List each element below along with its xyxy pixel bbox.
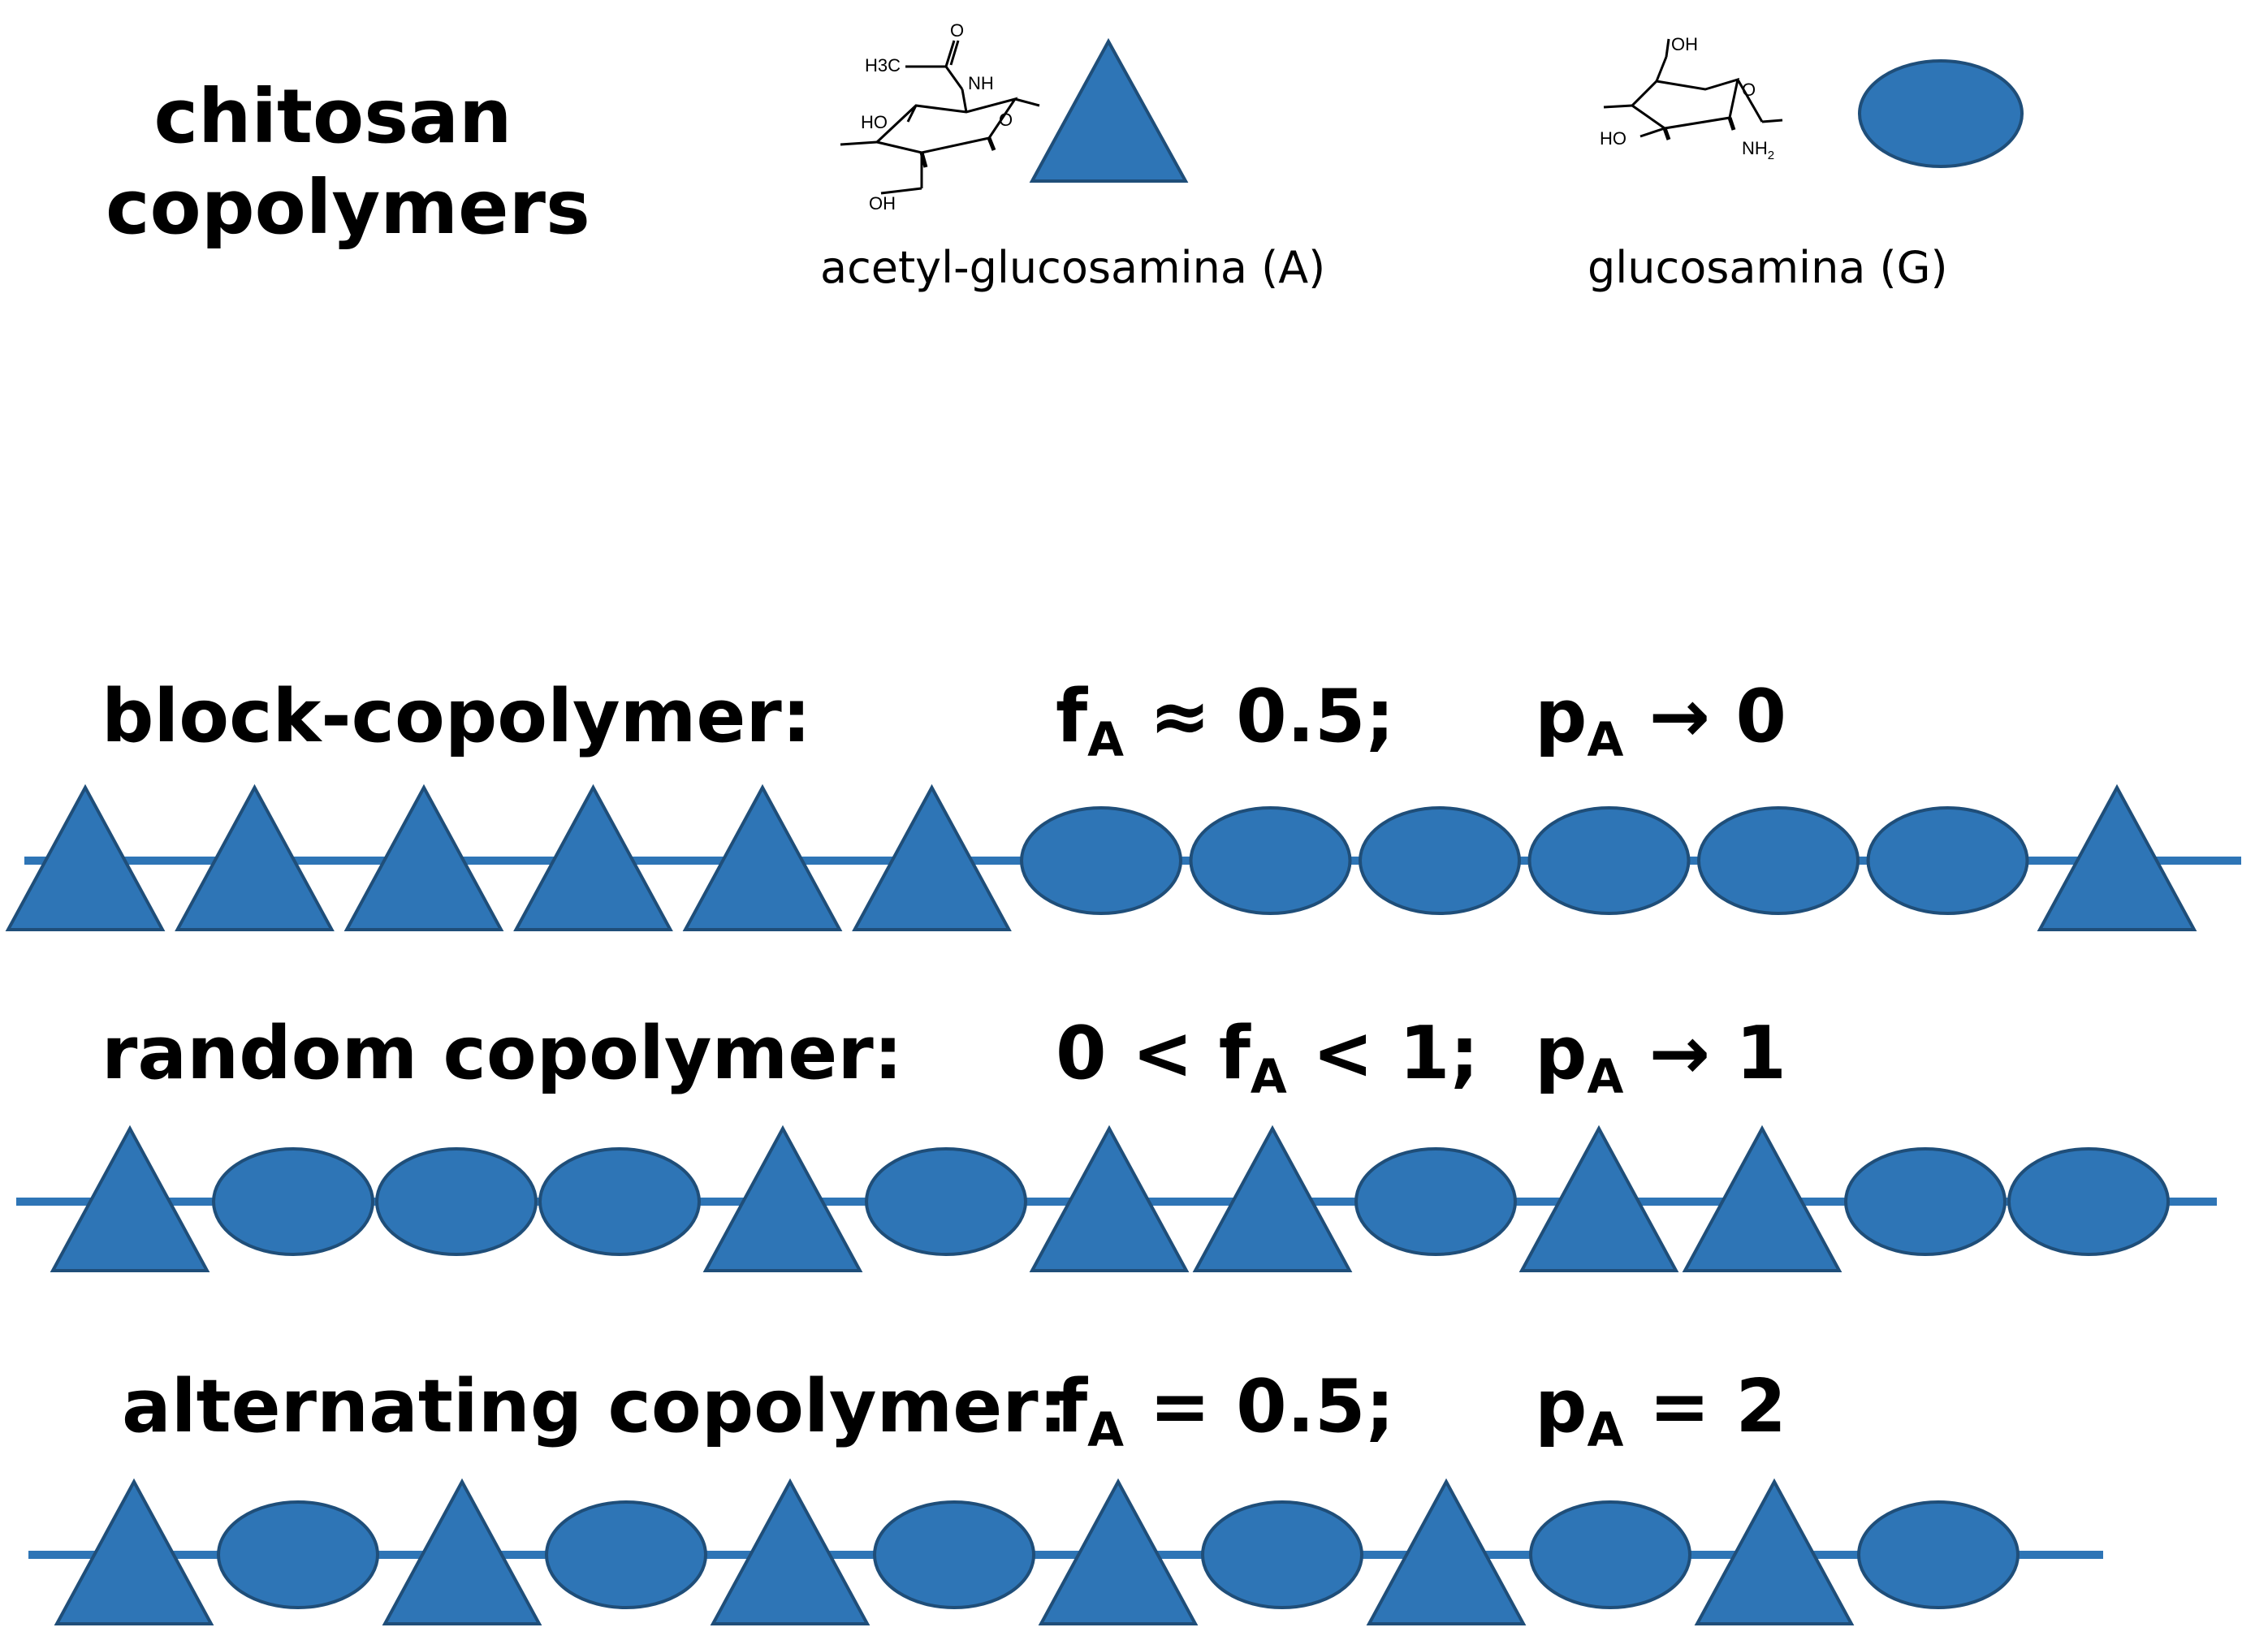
glucosamine-unit: [538, 1147, 701, 1256]
glucosamine-unit: [1201, 1500, 1363, 1609]
oh-label: OH: [869, 193, 896, 214]
alternating-copolymer-chain: [28, 1478, 2103, 1625]
nh-label: NH: [968, 73, 994, 93]
acetyl-glucosamine-unit: [1694, 1478, 1855, 1625]
glucosamine-unit: [545, 1500, 707, 1609]
glucosamine-unit: [1354, 1147, 1517, 1256]
random-copolymer-chain: [16, 1124, 2217, 1272]
ketone-o-label: O: [950, 20, 964, 41]
ring-o-label: O: [999, 110, 1013, 130]
acetyl-glucosamine-unit: [1038, 1478, 1199, 1625]
nh2-label: NH2: [1742, 138, 1774, 162]
row-label-random-copolymer: random copolymer:: [102, 1011, 903, 1096]
acetyl-glucosamine-unit: [2037, 783, 2197, 931]
glucosamine-unit: [873, 1500, 1035, 1609]
acetyl-glucosamine-unit: [682, 783, 843, 931]
acetyl-glucosamine-unit: [54, 1478, 214, 1625]
title-line-1: chitosan: [153, 73, 512, 160]
acetyl-glucosamine-unit: [1192, 1124, 1353, 1272]
formula-f-block: fA ≈ 0.5;: [1056, 674, 1395, 767]
acetyl-glucosamine-unit: [852, 783, 1012, 931]
page-title: chitosan copolymers: [106, 71, 590, 253]
glucosamine-unit: [1697, 806, 1860, 915]
row-label-alternating-copolymer: alternating copolymer:: [122, 1364, 1068, 1449]
acetyl-glucosamine-unit: [1029, 1124, 1190, 1272]
acetyl-glucosamine-unit: [175, 783, 335, 931]
glucosamine-unit: [1189, 806, 1352, 915]
legend-triangle-icon: [1029, 37, 1189, 183]
legend-ellipse-icon: [1858, 59, 2024, 168]
ho-label: HO: [1600, 128, 1626, 149]
oh-top-label: OH: [1671, 34, 1698, 54]
glucosamine-unit: [1857, 1500, 2020, 1609]
glucosamine-unit: [1359, 806, 1521, 915]
glucosamine-unit: [212, 1147, 374, 1256]
formula-f-random: 0 < fA < 1;: [1056, 1011, 1480, 1104]
glucosamine-unit: [375, 1147, 538, 1256]
glucosamine-unit: [1020, 806, 1182, 915]
glucosamine-unit: [1527, 806, 1691, 915]
legend-label-acetyl-glucosamine: acetyl-glucosamina (A): [820, 242, 1326, 293]
glucosamine-unit: [1866, 806, 2029, 915]
glucosamine-structure: OH O HO NH2: [1600, 34, 1783, 162]
ring-o-label: O: [1742, 80, 1756, 100]
ho-label: HO: [861, 112, 888, 132]
acetyl-glucosamine-unit: [1682, 1124, 1842, 1272]
acetyl-glucosamine-unit: [1366, 1478, 1527, 1625]
formula-p-alternating: pA = 2: [1535, 1364, 1787, 1457]
acetyl-glucosamine-structure: H3C O NH O HO OH: [840, 20, 1040, 214]
glucosamine-unit: [1844, 1147, 2007, 1256]
acetyl-glucosamine-unit: [5, 783, 166, 931]
formula-p-random: pA → 1: [1535, 1011, 1787, 1104]
formula-f-alternating: fA = 0.5;: [1056, 1364, 1395, 1457]
glucosamine-unit: [1529, 1500, 1691, 1609]
block-copolymer-chain: [5, 783, 2241, 931]
acetyl-glucosamine-unit: [513, 783, 673, 931]
legend-label-glucosamine: glucosamina (G): [1588, 242, 1948, 293]
glucosamine-unit: [865, 1147, 1027, 1256]
acetyl-glucosamine-unit: [50, 1124, 210, 1272]
glucosamine-unit: [2007, 1147, 2170, 1256]
acetyl-glucosamine-unit: [382, 1478, 542, 1625]
acetyl-glucosamine-unit: [343, 783, 504, 931]
row-label-block-copolymer: block-copolymer:: [102, 674, 811, 759]
methyl-label: H3C: [865, 55, 901, 76]
acetyl-glucosamine-unit: [1518, 1124, 1679, 1272]
title-line-2: copolymers: [106, 164, 590, 252]
glucosamine-unit: [217, 1500, 379, 1609]
acetyl-glucosamine-unit: [702, 1124, 863, 1272]
formula-p-block: pA → 0: [1535, 674, 1787, 767]
acetyl-glucosamine-unit: [710, 1478, 870, 1625]
